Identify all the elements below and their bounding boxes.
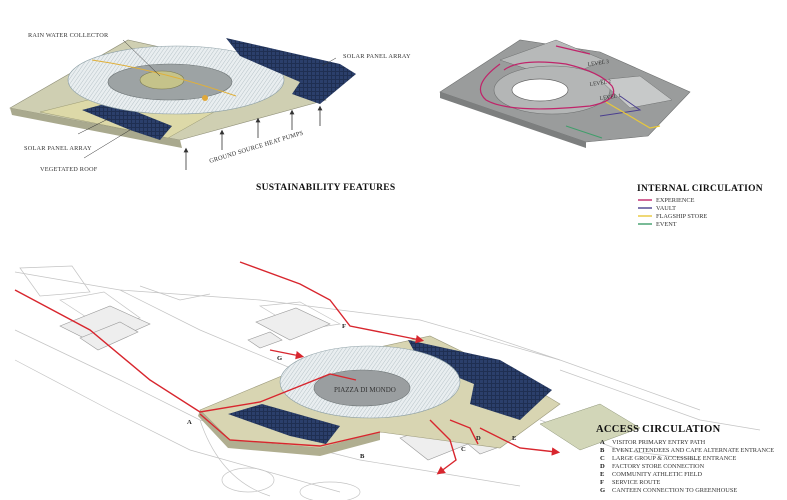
internal-path-event bbox=[565, 125, 603, 139]
access-legend-label-d: FACTORY STORE CONNECTION bbox=[612, 463, 705, 470]
internal-path-vault bbox=[599, 95, 642, 117]
label-vegetated-roof: VEGETATED ROOF bbox=[40, 166, 98, 173]
internal-path-experience bbox=[479, 45, 615, 110]
site-marker-b: B bbox=[360, 453, 365, 460]
access-legend-label-b: EVENT ATTENDEES AND CAFE ALTERNATE ENTRA… bbox=[612, 447, 774, 454]
access-path-athletic-field bbox=[479, 427, 561, 456]
solar-panel-array-top bbox=[226, 38, 356, 104]
access-path-event-cafe bbox=[199, 413, 381, 447]
level-label-3: LEVEL 3 bbox=[587, 59, 609, 68]
piazza-di-mondo bbox=[313, 369, 411, 407]
label-solar-panel-array-top: SOLAR PANEL ARRAY bbox=[343, 53, 411, 60]
site-marker-g: G bbox=[277, 355, 282, 362]
legend-event: EVENT bbox=[656, 221, 677, 228]
internal-circulation-drawing bbox=[439, 39, 691, 148]
solar-panel-array-left bbox=[82, 102, 172, 140]
access-legend-letter-b: B bbox=[600, 447, 605, 454]
title-internal-circulation: INTERNAL CIRCULATION bbox=[637, 184, 763, 194]
site-marker-f: F bbox=[342, 323, 346, 330]
legend-experience: EXPERIENCE bbox=[656, 197, 695, 204]
access-legend-letter-f: F bbox=[600, 479, 604, 486]
access-solar-panel-left bbox=[228, 404, 340, 444]
label-solar-panel-array-left: SOLAR PANEL ARRAY bbox=[24, 145, 92, 152]
site-marker-a: A bbox=[187, 419, 192, 426]
site-marker-d: D bbox=[476, 435, 481, 442]
access-path-large-group bbox=[429, 419, 457, 475]
legend-flagship-store: FLAGSHIP STORE bbox=[656, 213, 707, 220]
access-circulation-site-plan bbox=[14, 261, 761, 500]
level-label-2: LEVEL 2 bbox=[589, 79, 611, 88]
label-rain-water-collector: RAIN WATER COLLECTOR bbox=[28, 32, 109, 39]
access-path-factory-store bbox=[449, 419, 479, 445]
level-label-1: LEVEL 1 bbox=[599, 93, 621, 102]
internal-legend: EXPERIENCE VAULT FLAGSHIP STORE EVENT bbox=[638, 197, 707, 228]
label-ground-source-heat-pumps: GROUND SOURCE HEAT PUMPS bbox=[209, 129, 305, 164]
title-access-circulation: ACCESS CIRCULATION bbox=[596, 424, 721, 435]
access-legend-letter-g: G bbox=[600, 487, 605, 494]
access-path-canteen bbox=[269, 349, 305, 360]
access-legend-letter-c: C bbox=[600, 455, 605, 462]
access-legend-letter-d: D bbox=[600, 463, 605, 470]
sustainability-drawing bbox=[9, 38, 356, 170]
access-legend-label-e: COMMUNITY ATHLETIC FIELD bbox=[612, 471, 702, 478]
access-legend: A VISITOR PRIMARY ENTRY PATH B EVENT ATT… bbox=[600, 439, 774, 494]
access-legend-label-a: VISITOR PRIMARY ENTRY PATH bbox=[612, 439, 706, 446]
site-marker-c: C bbox=[461, 446, 466, 453]
access-legend-label-c: LARGE GROUP & ACCESSIBLE ENTRANCE bbox=[612, 455, 736, 462]
access-legend-label-f: SERVICE ROUTE bbox=[612, 479, 660, 486]
access-path-service-route bbox=[239, 261, 425, 344]
access-paths bbox=[14, 261, 561, 475]
ground-source-heat-pump-arrows bbox=[183, 105, 323, 170]
label-piazza-di-mondo: PIAZZA DI MONDO bbox=[334, 386, 396, 394]
access-solar-panel-right bbox=[408, 340, 552, 420]
site-marker-e: E bbox=[512, 435, 517, 442]
community-athletic-field bbox=[539, 403, 641, 451]
access-legend-letter-a: A bbox=[600, 439, 605, 446]
access-path-primary-entry bbox=[14, 289, 357, 413]
internal-path-flagship-store bbox=[605, 101, 661, 129]
access-legend-label-g: CANTEEN CONNECTION TO GREENHOUSE bbox=[612, 487, 737, 494]
title-sustainability-features: SUSTAINABILITY FEATURES bbox=[256, 183, 396, 193]
access-legend-letter-e: E bbox=[600, 471, 605, 478]
legend-vault: VAULT bbox=[656, 205, 676, 212]
